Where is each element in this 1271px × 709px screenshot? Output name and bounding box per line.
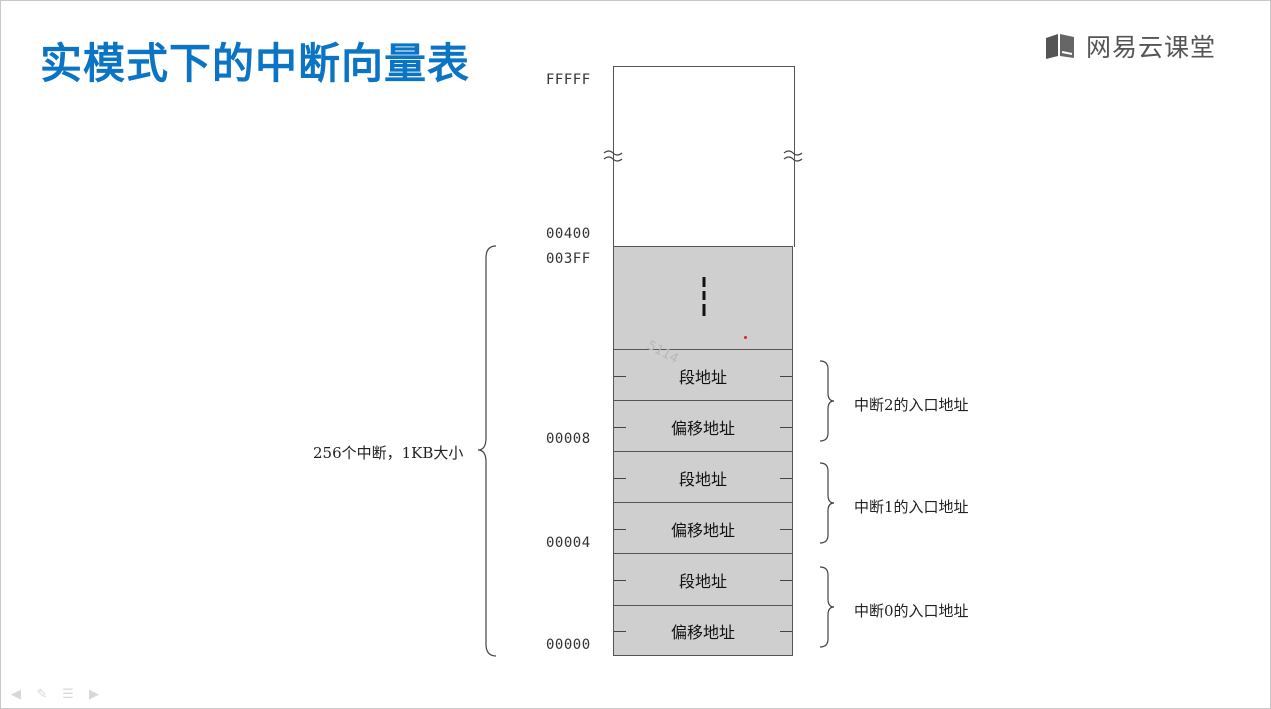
label-int0-entry: 中断0的入口地址: [854, 602, 969, 620]
brand-logo: 网易云课堂: [1044, 30, 1216, 62]
book-icon: [1046, 34, 1074, 59]
pen-icon[interactable]: ✎: [36, 687, 48, 702]
brace-int1: [819, 462, 835, 544]
menu-icon[interactable]: ☰: [62, 687, 74, 702]
cell-label: 段地址: [678, 572, 727, 591]
break-mark-right: [783, 150, 803, 162]
address-00400: 00400: [546, 226, 591, 242]
int1-segment-cell: 段地址: [614, 451, 792, 503]
memory-upper-region: [613, 66, 795, 247]
int0-segment-cell: 段地址: [614, 553, 792, 606]
label-int1-entry: 中断1的入口地址: [854, 498, 969, 516]
cell-label: 段地址: [678, 469, 727, 489]
brace-total: [477, 245, 497, 657]
label-int2-entry: 中断2的入口地址: [854, 396, 969, 414]
cell-label: 偏移地址: [670, 520, 735, 540]
brace-int0: [819, 566, 835, 648]
next-icon[interactable]: ▶: [89, 687, 99, 702]
page-title: 实模式下的中断向量表: [40, 39, 471, 88]
presentation-toolbar: ◀ ✎ ☰ ▶: [8, 688, 102, 702]
address-003ff: 003FF: [546, 251, 591, 267]
int1-offset-cell: 偏移地址: [614, 502, 792, 554]
cell-label: 偏移地址: [670, 623, 735, 642]
brace-int2: [819, 360, 835, 442]
address-top: FFFFF: [546, 72, 591, 88]
address-00008: 00008: [546, 431, 591, 447]
cell-label: 段地址: [678, 367, 727, 387]
prev-icon[interactable]: ◀: [11, 687, 21, 702]
label-total-size: 256个中断，1KB大小: [313, 444, 464, 462]
address-00004: 00004: [546, 535, 591, 551]
int2-offset-cell: 偏移地址: [614, 400, 792, 452]
break-mark-left: [603, 150, 623, 162]
address-00000: 00000: [546, 637, 591, 653]
int2-segment-cell: 段地址: [614, 349, 792, 401]
cell-label: 偏移地址: [670, 418, 735, 438]
int0-offset-cell: 偏移地址: [614, 605, 792, 656]
brand-name: 网易云课堂: [1086, 33, 1217, 62]
pointer-dot: [744, 336, 747, 339]
